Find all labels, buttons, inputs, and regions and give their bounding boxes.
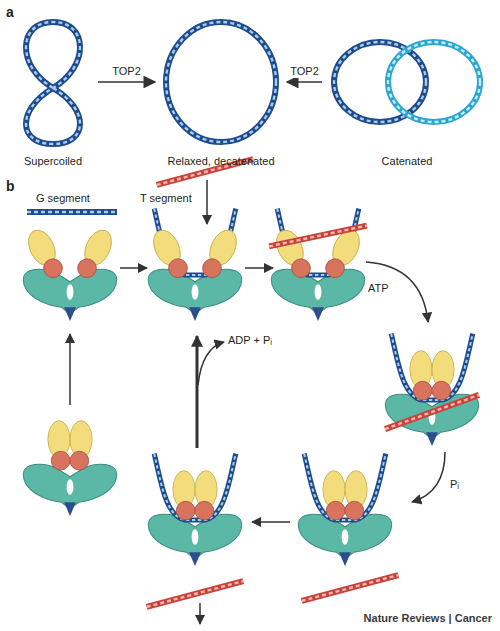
- state-t-passed: [298, 454, 398, 601]
- drawing-ellipse: [388, 42, 480, 122]
- state-t-captured: [269, 209, 367, 321]
- relaxed-dna: [166, 22, 276, 142]
- reaction-arrow: [98, 81, 155, 83]
- state-label: Relaxed, decatenated: [167, 155, 274, 168]
- drawing-ellipse: [166, 22, 276, 142]
- segment-label: T segment: [140, 192, 192, 205]
- state-t-released: [147, 454, 244, 624]
- drawing-path: [26, 22, 80, 144]
- dna-state-box: Relaxed, decatenated: [155, 10, 287, 168]
- cycle-arrow: [412, 452, 445, 502]
- drawing-use: [304, 454, 386, 520]
- state-atp-closed: [385, 334, 479, 446]
- drawing-use: [269, 226, 367, 247]
- drawing-g: [271, 209, 365, 321]
- drawing-use: [302, 575, 399, 601]
- drawing-ellipse: [166, 22, 276, 142]
- panel-letter: b: [6, 178, 15, 194]
- cofactor-label: ATP: [368, 282, 389, 295]
- drawing-g: [385, 334, 479, 446]
- drawing-g: [298, 454, 392, 566]
- panel-letter: a: [6, 4, 14, 20]
- drawing-g: [23, 226, 117, 321]
- drawing-use: [48, 421, 92, 470]
- drawing-path: [26, 22, 80, 144]
- reset-arrow: [196, 336, 199, 448]
- dna-state-box: Catenated: [322, 10, 492, 168]
- drawing-g: [148, 209, 242, 321]
- state-label: Catenated: [382, 155, 433, 168]
- edge-label: TOP2: [288, 65, 321, 78]
- drawing-use: [391, 334, 473, 400]
- cycle-arrow: [120, 267, 147, 269]
- drawing-path: [206, 180, 208, 224]
- supercoiled-dna: [26, 22, 80, 144]
- cofactor-label: ADP + Pᵢ: [228, 334, 272, 347]
- drawing-use: [173, 471, 217, 520]
- dna-state-box: Supercoiled: [8, 10, 98, 168]
- drawing-use: [323, 471, 367, 520]
- state-label: Supercoiled: [24, 155, 82, 168]
- journal-credit: Nature Reviews | Cancer: [364, 612, 492, 625]
- drawing-g: [23, 421, 117, 516]
- state-g-bound: [148, 159, 253, 321]
- segment-label: G segment: [36, 192, 90, 205]
- drawing-ellipse: [388, 42, 480, 122]
- drawing-use: [148, 226, 241, 278]
- drawing-use: [23, 269, 117, 321]
- drawing-g: [148, 454, 242, 566]
- catenated-dna: [334, 42, 480, 122]
- cycle-arrow: [69, 334, 71, 405]
- drawing-use: [410, 351, 454, 400]
- reaction-arrow: [287, 81, 322, 83]
- cofactor-label: Pᵢ: [450, 478, 459, 491]
- cycle-arrow: [252, 521, 290, 523]
- state-closed-empty: [23, 421, 117, 516]
- state-open-unbound: [23, 212, 117, 321]
- drawing-ellipse: [334, 42, 426, 122]
- drawing-use: [147, 581, 244, 607]
- drawing-path: [199, 603, 201, 624]
- edge-label: TOP2: [110, 65, 143, 78]
- release-arrow: [198, 342, 224, 385]
- cycle-arrow: [366, 262, 428, 322]
- drawing-use: [23, 226, 116, 278]
- drawing-use: [23, 464, 117, 516]
- drawing-use: [27, 212, 117, 213]
- drawing-use: [385, 395, 479, 429]
- cycle-arrow: [245, 267, 273, 269]
- drawing-ellipse: [334, 42, 426, 122]
- drawing-use: [154, 454, 236, 520]
